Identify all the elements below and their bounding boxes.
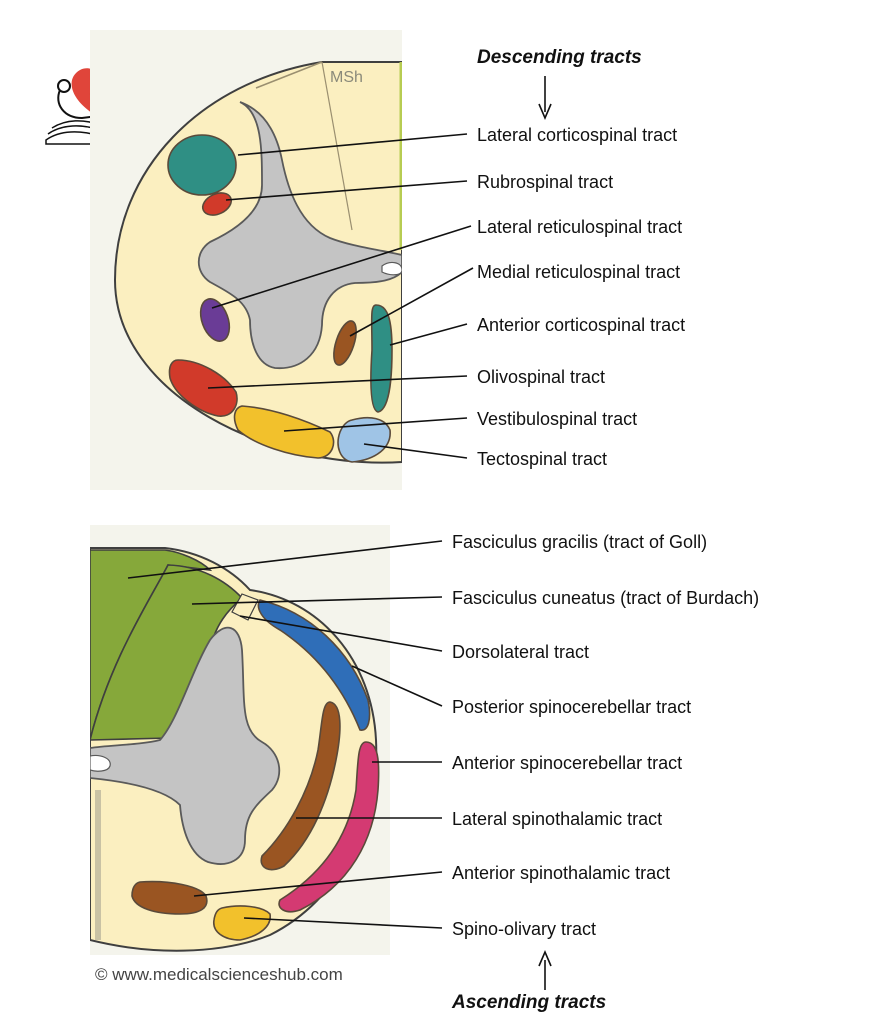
label-fasciculus-gracilis: Fasciculus gracilis (tract of Goll) (452, 532, 707, 552)
label-anterior-spinocerebellar-tract: Anterior spinocerebellar tract (452, 753, 682, 773)
leader-anterior-corticospinal (389, 323, 468, 346)
lateral-corticospinal-tract-region (167, 134, 237, 196)
label-lateral-corticospinal-tract: Lateral corticospinal tract (477, 125, 677, 145)
ascending-heading: Ascending tracts (451, 992, 606, 1013)
leader-posterior-spinocerebellar (351, 665, 443, 707)
leader-fasciculus-gracilis (127, 540, 443, 579)
watermark-text: MSh (330, 69, 363, 86)
label-posterior-spinocerebellar-tract: Posterior spinocerebellar tract (452, 697, 691, 717)
leader-tectospinal (363, 443, 468, 459)
copyright-text: © www.medicalscienceshub.com (95, 965, 343, 984)
label-tectospinal-tract: Tectospinal tract (477, 449, 607, 469)
leader-anterior-spinothalamic (193, 871, 443, 897)
ascending-section-diagram (90, 525, 390, 955)
label-lateral-reticulospinal-tract: Lateral reticulospinal tract (477, 217, 682, 237)
central-canal-bottom (90, 754, 111, 772)
central-canal (381, 261, 402, 276)
anterior-spinothalamic-tract-region (131, 880, 208, 915)
olivospinal-tract-region (168, 359, 238, 417)
label-spino-olivary-tract: Spino-olivary tract (452, 919, 596, 939)
leader-fasciculus-cuneatus (191, 596, 443, 605)
leader-olivospinal (207, 375, 468, 389)
anterior-spinocerebellar-tract-region (278, 741, 380, 913)
leader-rubrospinal (225, 180, 468, 201)
rubrospinal-tract-region (201, 192, 233, 216)
label-fasciculus-cuneatus: Fasciculus cuneatus (tract of Burdach) (452, 588, 759, 608)
label-lateral-spinothalamic-tract: Lateral spinothalamic tract (452, 809, 662, 829)
label-rubrospinal-tract: Rubrospinal tract (477, 172, 613, 192)
leader-medial-reticulospinal (349, 267, 474, 337)
label-anterior-spinothalamic-tract: Anterior spinothalamic tract (452, 863, 670, 883)
lateral-reticulospinal-tract-region (199, 298, 231, 342)
medial-reticulospinal-tract-region (333, 320, 357, 366)
label-dorsolateral-tract: Dorsolateral tract (452, 642, 589, 662)
spino-olivary-tract-region (213, 905, 271, 941)
leader-spino-olivary (243, 917, 443, 929)
leader-lateral-reticulospinal (211, 225, 472, 309)
posterior-spinocerebellar-tract-region (257, 599, 371, 731)
leader-vestibulospinal (283, 417, 468, 432)
leader-dorsolateral (239, 615, 443, 652)
dorsolateral-tract-region (231, 593, 259, 621)
grey-matter-bottom (90, 626, 281, 865)
lateral-spinothalamic-tract-region (260, 701, 341, 871)
label-olivospinal-tract: Olivospinal tract (477, 367, 605, 387)
label-anterior-corticospinal-tract: Anterior corticospinal tract (477, 315, 685, 335)
leader-lateral-corticospinal (237, 133, 468, 156)
label-vestibulospinal-tract: Vestibulospinal tract (477, 409, 637, 429)
descending-heading: Descending tracts (477, 47, 642, 68)
grey-matter-top (197, 101, 402, 369)
anterior-corticospinal-tract-region (370, 304, 393, 413)
label-medial-reticulospinal-tract: Medial reticulospinal tract (477, 262, 680, 282)
vestibulospinal-tract-region (233, 405, 335, 459)
descending-section-diagram (90, 30, 402, 490)
